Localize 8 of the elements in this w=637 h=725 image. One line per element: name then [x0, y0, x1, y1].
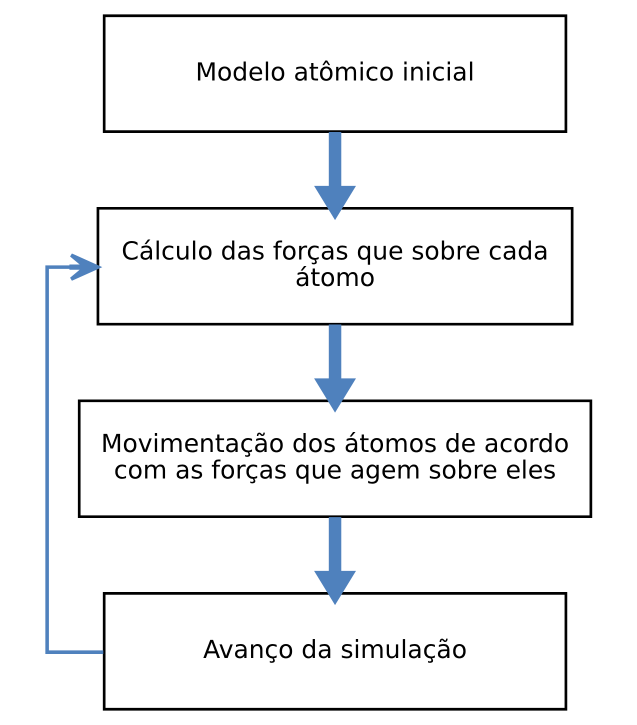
node-box: Movimentação dos átomos de acordo com as forças que agem sobre eles — [77, 400, 592, 518]
node-box: Avanço da simulação — [102, 592, 567, 711]
node-box: Cálculo das forças que sobre cada átomo — [96, 206, 573, 326]
arrow — [314, 132, 356, 220]
arrow — [314, 324, 356, 413]
arrow — [44, 253, 103, 654]
arrow — [314, 517, 356, 606]
node-box: Modelo atômico inicial — [102, 14, 567, 133]
